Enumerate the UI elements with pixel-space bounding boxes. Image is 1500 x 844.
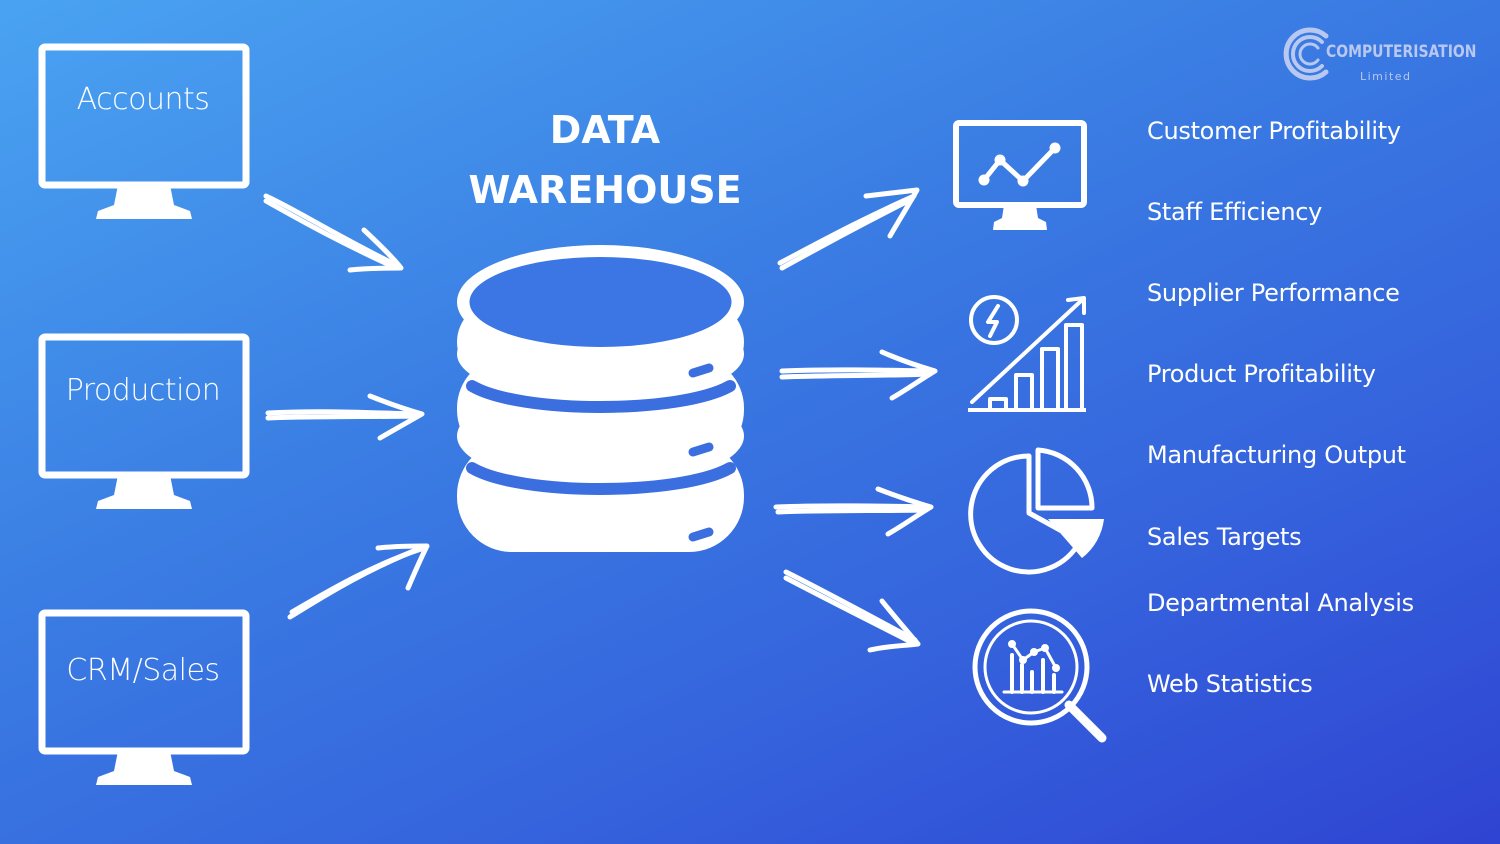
output-label: Web Statistics xyxy=(1147,670,1313,698)
brand-logo-icon xyxy=(1283,27,1329,81)
source-label-accounts: Accounts xyxy=(76,82,210,117)
output-label: Staff Efficiency xyxy=(1147,198,1323,226)
growth-bar-chart-icon xyxy=(968,295,1086,412)
magnifier-analytics-icon xyxy=(972,608,1107,743)
output-label: Product Profitability xyxy=(1147,360,1376,388)
arrow-crm-to-warehouse xyxy=(287,543,430,620)
output-label: Manufacturing Output xyxy=(1147,441,1406,469)
warehouse-title-line2: WAREHOUSE xyxy=(468,168,742,212)
source-monitor-production xyxy=(42,337,246,509)
source-label-crm-sales: CRM/Sales xyxy=(66,653,220,688)
source-monitor-crm-sales xyxy=(42,613,246,785)
pie-chart-icon xyxy=(968,447,1104,575)
arrow-production-to-warehouse xyxy=(265,393,425,441)
output-label: Sales Targets xyxy=(1147,523,1302,551)
arrow-warehouse-to-line-chart xyxy=(777,187,920,271)
line-chart-monitor-icon xyxy=(953,120,1087,230)
output-label: Supplier Performance xyxy=(1147,279,1400,307)
arrow-accounts-to-warehouse xyxy=(263,193,404,273)
output-label: Customer Profitability xyxy=(1147,117,1401,145)
arrow-warehouse-to-pie-chart xyxy=(773,486,934,537)
arrow-warehouse-to-bar-chart xyxy=(779,349,938,401)
source-monitor-accounts xyxy=(42,47,246,219)
arrow-warehouse-to-magnifier xyxy=(783,569,921,653)
output-label: Departmental Analysis xyxy=(1147,589,1414,617)
brand-name: COMPUTERISATION xyxy=(1326,42,1477,62)
database-icon xyxy=(457,245,744,552)
warehouse-title-line1: DATA xyxy=(549,108,661,152)
source-label-production: Production xyxy=(65,373,221,408)
brand-subtitle: Limited xyxy=(1360,70,1412,83)
